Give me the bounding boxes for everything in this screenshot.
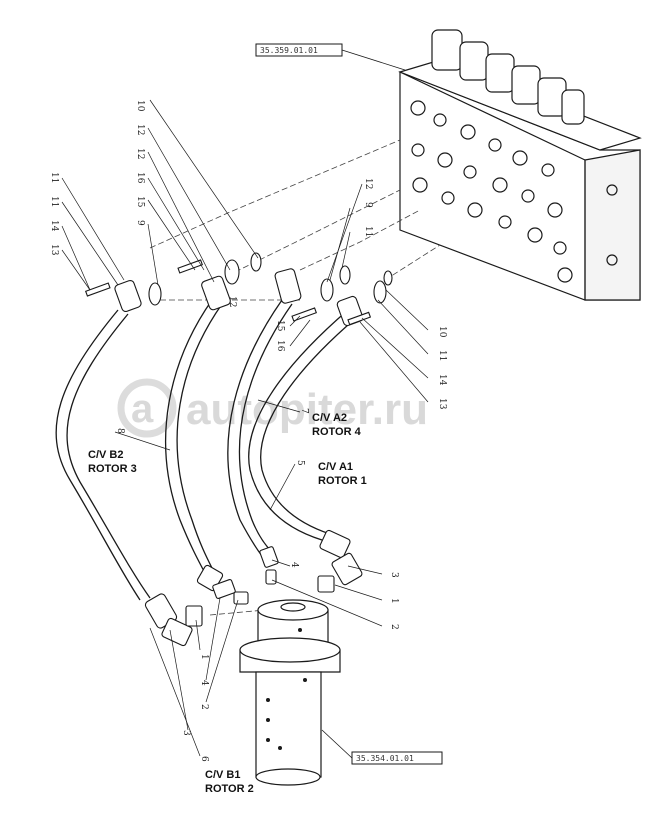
- rotary-joint: [239, 599, 341, 786]
- reference-box-top: 35.359.01.01: [255, 43, 406, 71]
- reference-number-bottom: 35.354.01.01: [356, 754, 414, 763]
- callout-12: 12: [135, 148, 145, 159]
- callout-15: 15: [135, 196, 145, 208]
- reference-box-bottom: 35.354.01.01: [321, 729, 443, 765]
- callout-4: 4: [199, 680, 209, 686]
- callout-1: 1: [199, 654, 209, 660]
- callout-12: 12: [227, 296, 237, 307]
- callout-16: 16: [275, 340, 285, 352]
- callout-5: 5: [295, 460, 305, 466]
- hose-7: [227, 299, 283, 557]
- leader-lines: [61, 99, 429, 757]
- callout-numbers: 10 12 12 16 15 9 11 11 14 13 12 12 9 11 …: [49, 100, 447, 762]
- callout-9: 9: [363, 202, 373, 208]
- callout-14: 14: [437, 374, 447, 386]
- label-cv-a2: C/V A2: [312, 412, 347, 424]
- svg-text:a: a: [131, 387, 154, 431]
- label-rotor-4: ROTOR 4: [312, 426, 362, 438]
- callout-2: 2: [199, 704, 209, 710]
- callout-8: 8: [115, 428, 125, 434]
- reference-number-top: 35.359.01.01: [260, 46, 318, 55]
- callout-11: 11: [363, 226, 373, 237]
- callout-12: 12: [135, 124, 145, 135]
- label-cv-a1: C/V A1: [318, 461, 353, 473]
- label-cv-b2: C/V B2: [88, 449, 123, 461]
- callout-3: 3: [389, 572, 399, 578]
- callout-13: 13: [49, 244, 59, 256]
- callout-10: 10: [135, 100, 145, 112]
- label-rotor-2: ROTOR 2: [205, 783, 254, 795]
- callout-13: 13: [437, 398, 447, 410]
- callout-2: 2: [389, 624, 399, 630]
- hose-b2: [55, 309, 141, 601]
- projection-lines: [149, 139, 441, 616]
- hose-8: [165, 299, 213, 576]
- watermark-text: autopiter.ru: [186, 385, 428, 434]
- callout-9: 9: [135, 220, 145, 226]
- callout-10: 10: [437, 326, 447, 338]
- control-valve-block: [398, 29, 642, 301]
- callout-7: 7: [299, 408, 309, 414]
- callout-11: 11: [49, 196, 59, 207]
- watermark: a autopiter.ru: [117, 378, 428, 438]
- hose-5: [248, 309, 349, 541]
- callout-4: 4: [289, 562, 299, 568]
- callout-12: 12: [363, 178, 373, 189]
- hoses: [55, 299, 357, 601]
- callout-3: 3: [181, 730, 191, 736]
- hose-labels: C/V A2 ROTOR 4 C/V A1 ROTOR 1 C/V B2 ROT…: [88, 412, 367, 795]
- label-rotor-3: ROTOR 3: [88, 463, 137, 475]
- label-rotor-1: ROTOR 1: [318, 475, 367, 487]
- label-cv-b1: C/V B1: [205, 769, 240, 781]
- callout-6: 6: [199, 756, 209, 762]
- fittings: [84, 252, 393, 647]
- callout-11: 11: [437, 350, 447, 361]
- callout-15: 15: [275, 320, 285, 332]
- callout-1: 1: [389, 598, 399, 604]
- callout-14: 14: [49, 220, 59, 232]
- callout-11: 11: [49, 172, 59, 183]
- callout-16: 16: [135, 172, 145, 184]
